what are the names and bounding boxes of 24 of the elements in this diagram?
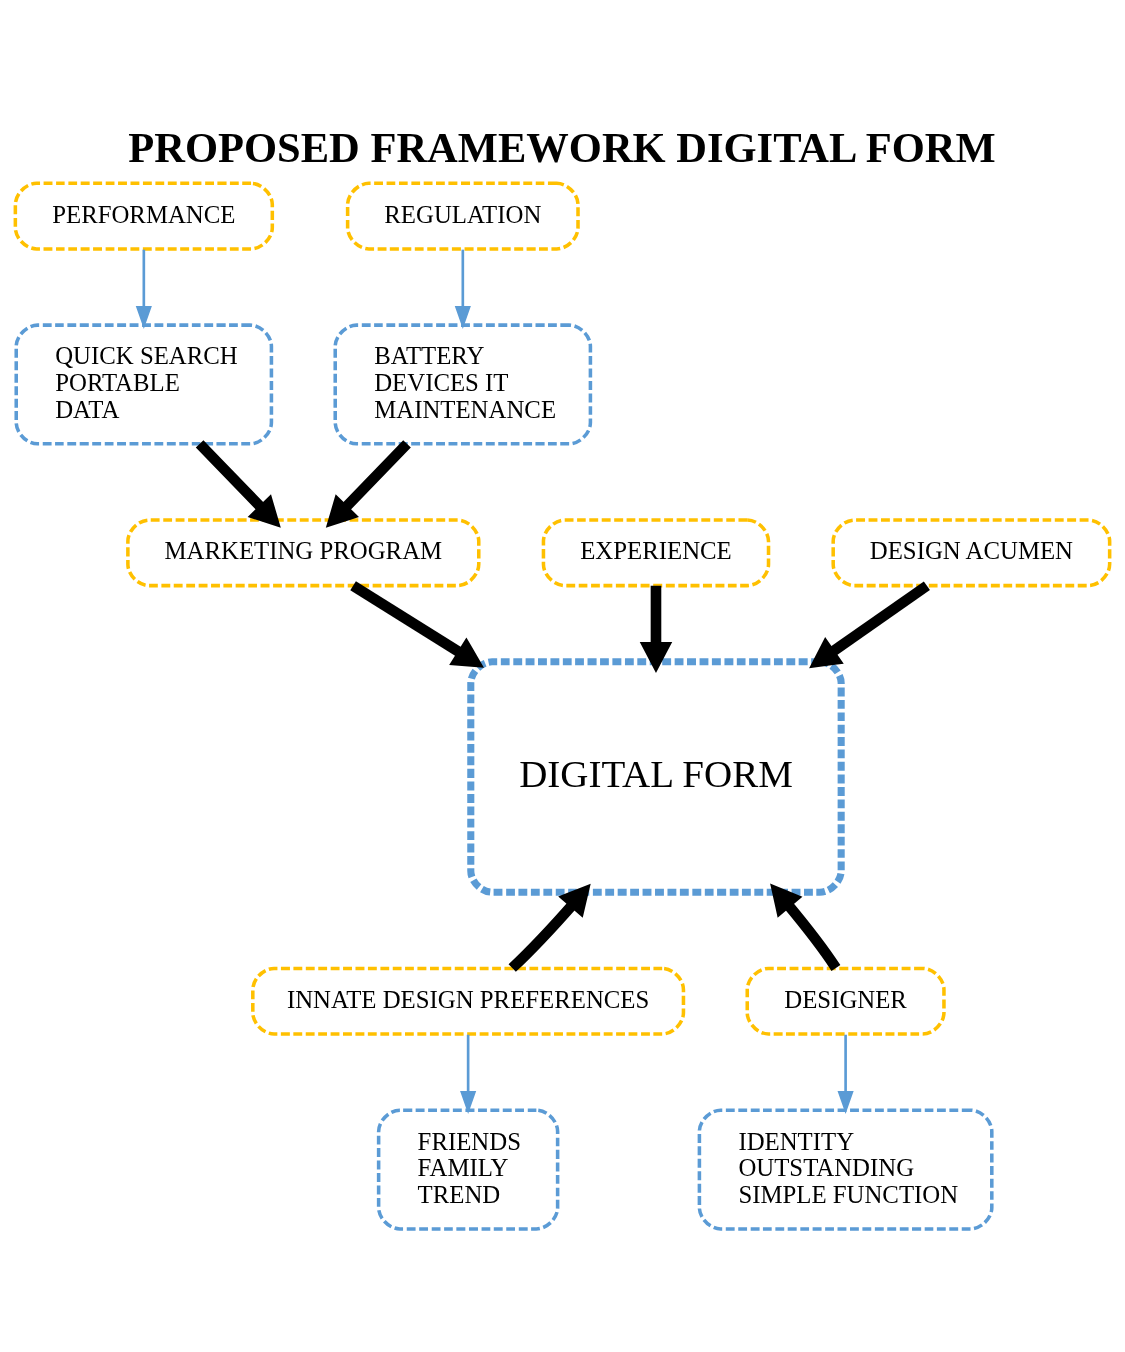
node-box: MARKETING PROGRAM [126,518,481,588]
arrow [325,440,411,528]
node-box: QUICK SEARCH PORTABLE DATA [14,323,274,446]
node-box: IDENTITY OUTSTANDING SIMPLE FUNCTION [697,1108,994,1231]
arrow [350,581,484,668]
node-box: FRIENDS FAMILY TREND [376,1108,560,1231]
arrow [508,883,591,972]
node-box: PERFORMANCE [13,181,275,251]
arrow [770,883,841,971]
node-box: DESIGN ACUMEN [831,518,1112,588]
arrow [837,1034,854,1115]
arrow [460,1034,477,1115]
node-box: EXPERIENCE [541,518,771,588]
node-box: DIGITAL FORM [467,658,845,896]
arrow [135,249,152,330]
arrow [639,585,673,673]
arrow [454,249,471,330]
arrow [195,440,281,528]
diagram-title: PROPOSED FRAMEWORK DIGITAL FORM [128,124,996,172]
node-box: BATTERY DEVICES IT MAINTENANCE [333,323,593,446]
node-box: REGULATION [345,181,580,251]
node-box: INNATE DESIGN PREFERENCES [251,966,686,1036]
arrow [809,581,930,669]
node-box: DESIGNER [745,966,946,1036]
